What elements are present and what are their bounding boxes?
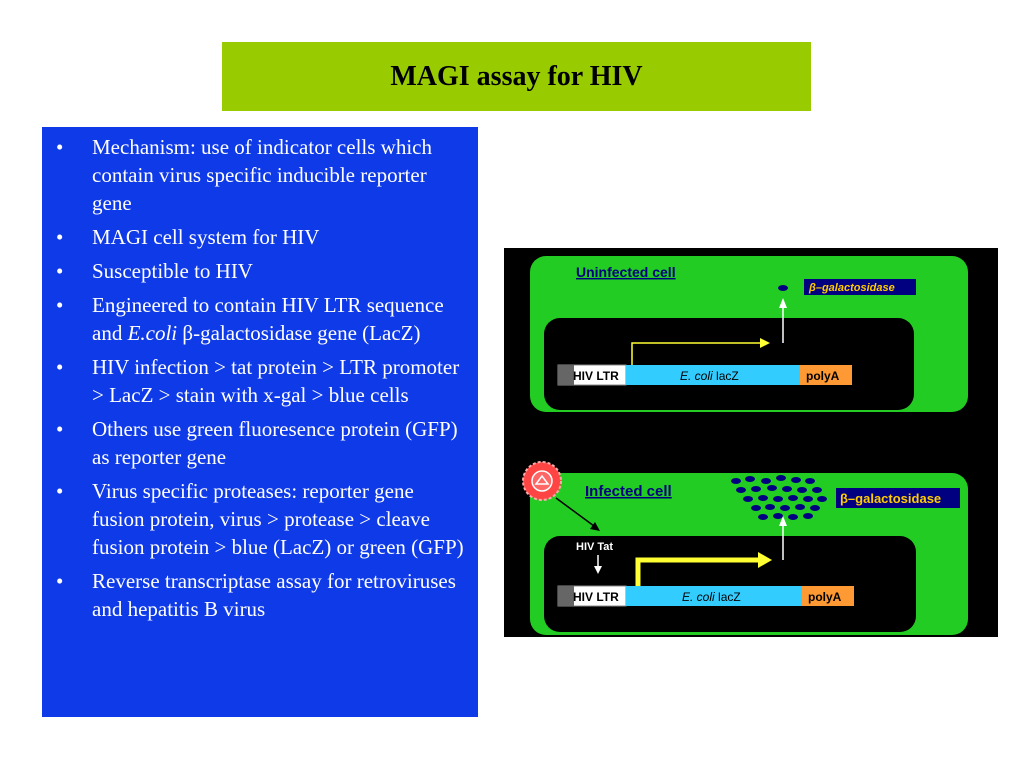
uninfected-product-box [804, 279, 916, 295]
uninfected-polya-segment [800, 365, 852, 385]
bullet-marker: • [56, 479, 64, 503]
bullet-text: β-galactosidase gene (LacZ) [177, 321, 421, 345]
bullet-item: • Mechanism: use of indicator cells which… [56, 133, 468, 217]
infected-product-label: β–galactosidase [840, 491, 941, 506]
uninfected-transcription-arrowhead [760, 338, 770, 348]
infected-lacz-segment [626, 586, 802, 606]
infected-product-box [836, 488, 960, 508]
virus-entry-arrowhead [590, 522, 600, 531]
infected-transcription-arrowhead [758, 552, 772, 568]
uninfected-product-dot [778, 285, 788, 291]
bullet-marker: • [56, 569, 64, 593]
infected-ltr-label: HIV LTR [573, 590, 619, 604]
bullet-text: Mechanism: use of indicator cells which … [92, 135, 432, 215]
uninfected-output-arrowhead [779, 298, 787, 308]
tat-arrowhead [594, 566, 602, 574]
bullet-item: • Susceptible to HIV [56, 257, 468, 285]
bullet-item: • Others use green fluoresence protein (G… [56, 415, 468, 471]
infected-polya-label: polyA [808, 590, 842, 604]
bullet-item: • Reverse transcriptase assay for retrov… [56, 567, 468, 623]
bullet-item: • HIV infection > tat protein > LTR promo… [56, 353, 468, 409]
uninfected-ltr-label: HIV LTR [573, 369, 619, 383]
bullet-marker: • [56, 355, 64, 379]
bullet-panel: • Mechanism: use of indicator cells which… [42, 127, 478, 717]
bullet-marker: • [56, 135, 64, 159]
bullet-text: MAGI cell system for HIV [92, 225, 320, 249]
infected-transcription-line [635, 557, 758, 586]
slide-title: MAGI assay for HIV [390, 60, 643, 92]
uninfected-nucleus [544, 318, 914, 410]
hiv-tat-label: HIV Tat [576, 541, 613, 553]
title-banner: MAGI assay for HIV [222, 42, 811, 111]
uninfected-ltr-shade [558, 365, 574, 385]
uninfected-lacz-segment [626, 365, 800, 385]
bullet-text: Others use green fluoresence protein (GF… [92, 417, 458, 469]
uninfected-cell-label: Uninfected cell [576, 264, 676, 280]
hiv-virus-particle [522, 461, 562, 501]
uninfected-transcription-line [631, 342, 760, 365]
infected-lacz-label: E. coli lacZ [682, 590, 741, 604]
uninfected-polya-label: polyA [806, 369, 840, 383]
bullet-item: • MAGI cell system for HIV [56, 223, 468, 251]
uninfected-product-label: β–galactosidase [808, 282, 895, 294]
infected-polya-segment [802, 586, 854, 606]
infected-ltr-shade [558, 586, 574, 606]
bullet-marker: • [56, 225, 64, 249]
bullet-text-italic: E.coli [127, 321, 178, 345]
bullet-item: • Virus specific proteases: reporter gene… [56, 477, 468, 561]
bullet-text: Virus specific proteases: reporter gene … [92, 479, 464, 559]
uninfected-lacz-label: E. coli lacZ [680, 369, 739, 383]
magi-diagram: Uninfected cell β–galactosidase HIV LTR … [504, 248, 998, 637]
bullet-marker: • [56, 293, 64, 317]
magi-diagram-svg: Uninfected cell β–galactosidase HIV LTR … [522, 256, 968, 635]
virus-entry-line [555, 497, 595, 527]
infected-cell-label: Infected cell [585, 483, 672, 500]
bullet-list: • Mechanism: use of indicator cells which… [56, 133, 468, 623]
bullet-marker: • [56, 259, 64, 283]
infected-output-arrowhead [779, 516, 787, 526]
infected-product-cluster [731, 475, 827, 520]
bullet-text: Reverse transcriptase assay for retrovir… [92, 569, 456, 621]
bullet-item: • Engineered to contain HIV LTR sequence … [56, 291, 468, 347]
bullet-text: Engineered to contain HIV LTR sequence a… [92, 293, 444, 345]
bullet-text: HIV infection > tat protein > LTR promot… [92, 355, 460, 407]
bullet-text: Susceptible to HIV [92, 259, 253, 283]
bullet-marker: • [56, 417, 64, 441]
